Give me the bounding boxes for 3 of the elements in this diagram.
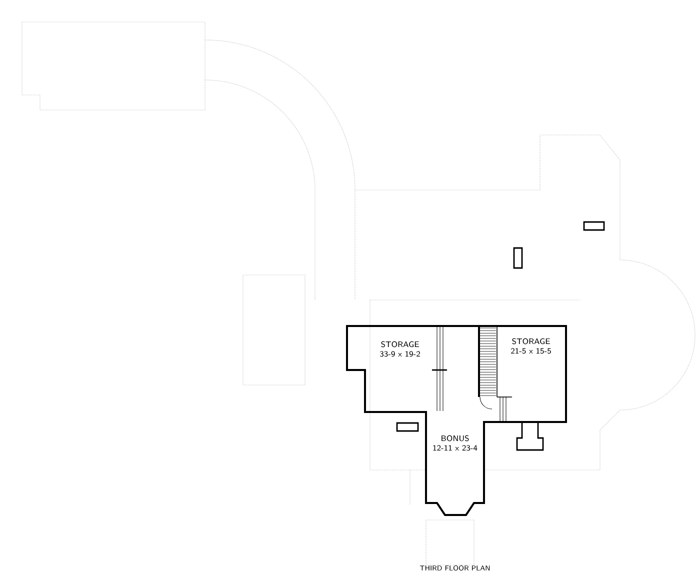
room-label: STORAGE 33-9 x 19-2 <box>380 341 420 357</box>
room-label: BONUS 12-11 x 23-4 <box>433 435 478 451</box>
room-label: STORAGE 21-5 x 15-5 <box>510 338 551 354</box>
